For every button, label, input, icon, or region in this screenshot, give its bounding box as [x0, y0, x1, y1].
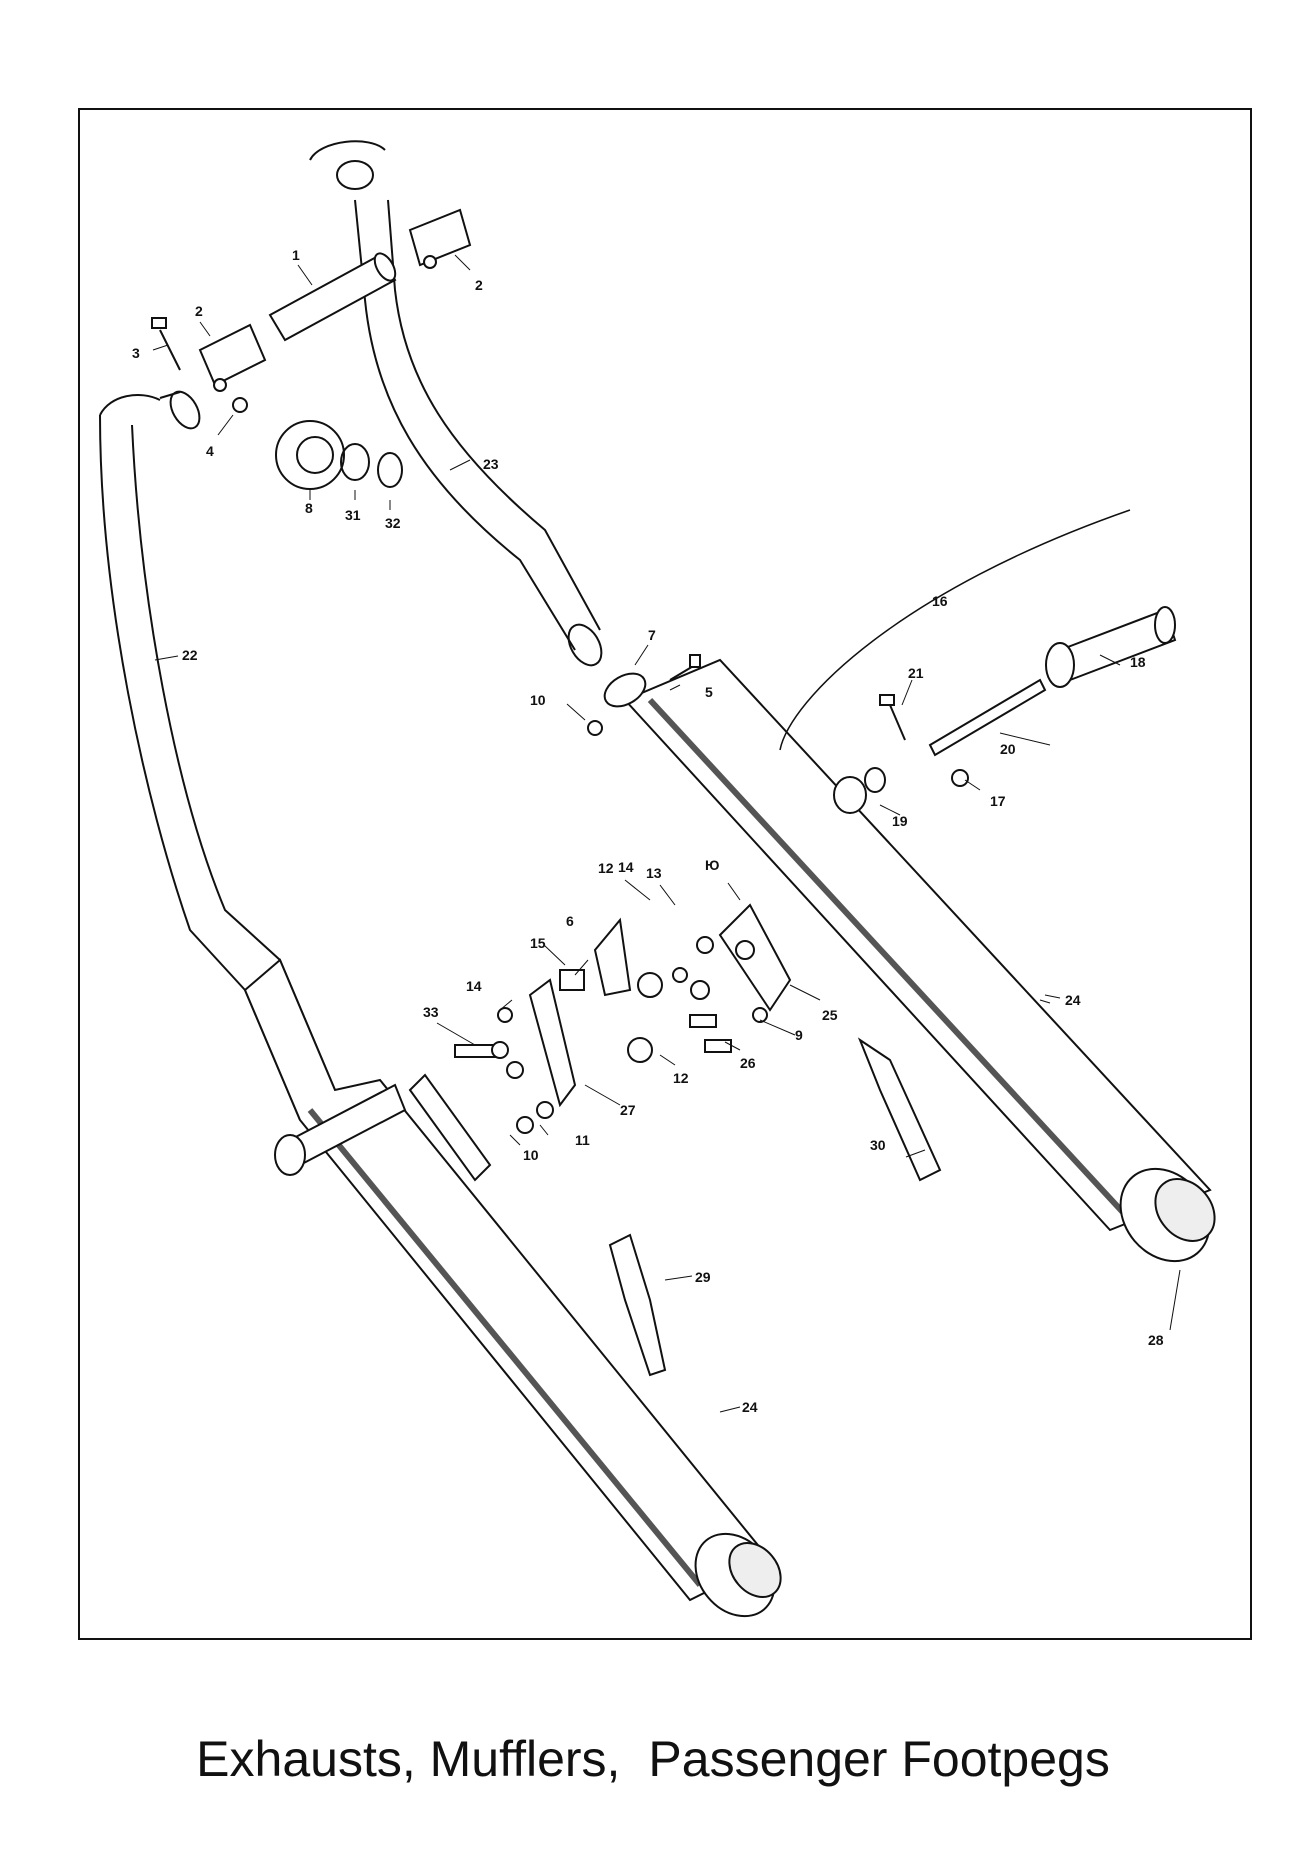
label-13: 13: [646, 865, 662, 881]
plate-25: [718, 903, 792, 1012]
label-6: 6: [566, 913, 574, 929]
label-5: 5: [705, 684, 713, 700]
label-19: 19: [892, 813, 908, 829]
label-14-top: 14: [618, 859, 634, 875]
footpeg-18: [1045, 606, 1177, 688]
label-10-top: 10: [530, 692, 546, 708]
clamp-2-left: [198, 323, 267, 392]
nut-17: [951, 769, 969, 787]
nut-10-top: [587, 720, 603, 736]
caption-part-1: Exhausts, Mufflers,: [196, 1731, 621, 1787]
label-18: 18: [1130, 654, 1146, 670]
label-16: 16: [932, 593, 948, 609]
clamp-7: [603, 672, 647, 708]
plate-6: [593, 917, 632, 997]
label-26: 26: [740, 1055, 756, 1071]
label-3: 3: [132, 345, 140, 361]
callout-labels: 1 2 2 3 4 5 6 7 8 9 10 10 Ю 11 12 12 13 …: [132, 247, 1164, 1415]
bolt-21: [879, 694, 906, 741]
leader-lines: [152, 254, 1181, 1413]
left-exhaust-pipe: [99, 390, 336, 1121]
label-14-bottom: 14: [466, 978, 482, 994]
diagram-frame: [78, 108, 1252, 1640]
label-25: 25: [822, 1007, 838, 1023]
label-24-right: 24: [1065, 992, 1081, 1008]
label-23: 23: [483, 456, 499, 472]
label-2-right: 2: [475, 277, 483, 293]
bolt-5: [669, 654, 701, 681]
label-30: 30: [870, 1137, 886, 1153]
label-27: 27: [620, 1102, 636, 1118]
rubber-19: [833, 767, 886, 814]
label-33: 33: [423, 1004, 439, 1020]
finned-ring-8: [275, 420, 345, 490]
label-10-bottom: 10: [523, 1147, 539, 1163]
label-24-left: 24: [742, 1399, 758, 1415]
label-17: 17: [990, 793, 1006, 809]
label-21: 21: [908, 665, 924, 681]
label-28: 28: [1148, 1332, 1164, 1348]
label-2-left: 2: [195, 303, 203, 319]
label-9: 9: [795, 1027, 803, 1043]
caption-part-2: Passenger Footpegs: [648, 1731, 1110, 1787]
crossover-pipe: [268, 252, 397, 342]
label-29: 29: [695, 1269, 711, 1285]
clamp-2-right: [408, 208, 472, 269]
right-exhaust-pipe: [309, 140, 603, 667]
label-15: 15: [530, 935, 546, 951]
plate-27: [528, 978, 577, 1108]
bracket-16: [779, 509, 1131, 751]
label-10-cyrillic: Ю: [705, 857, 719, 873]
label-7: 7: [648, 627, 656, 643]
left-muffler: [243, 958, 782, 1618]
fasteners: [454, 936, 768, 1134]
label-12-bottom: 12: [673, 1070, 689, 1086]
label-12-top: 12: [598, 860, 614, 876]
label-4: 4: [206, 443, 214, 459]
label-1: 1: [292, 247, 300, 263]
bolt-3: [151, 317, 181, 371]
nut-4: [232, 397, 248, 413]
pin-20: [928, 678, 1047, 757]
label-8: 8: [305, 500, 313, 516]
plate-30: [857, 1037, 942, 1182]
label-11: 11: [575, 1132, 590, 1148]
label-31: 31: [345, 507, 361, 523]
plate-29: [608, 1233, 667, 1377]
label-20: 20: [1000, 741, 1016, 757]
diagram-caption: Exhausts, Mufflers, Passenger Footpegs: [0, 1730, 1306, 1788]
label-22: 22: [182, 647, 198, 663]
ring-31: [340, 443, 370, 481]
right-muffler: [623, 658, 1216, 1263]
label-32: 32: [385, 515, 401, 531]
left-footpeg: [274, 1073, 492, 1182]
ring-32: [377, 452, 403, 488]
